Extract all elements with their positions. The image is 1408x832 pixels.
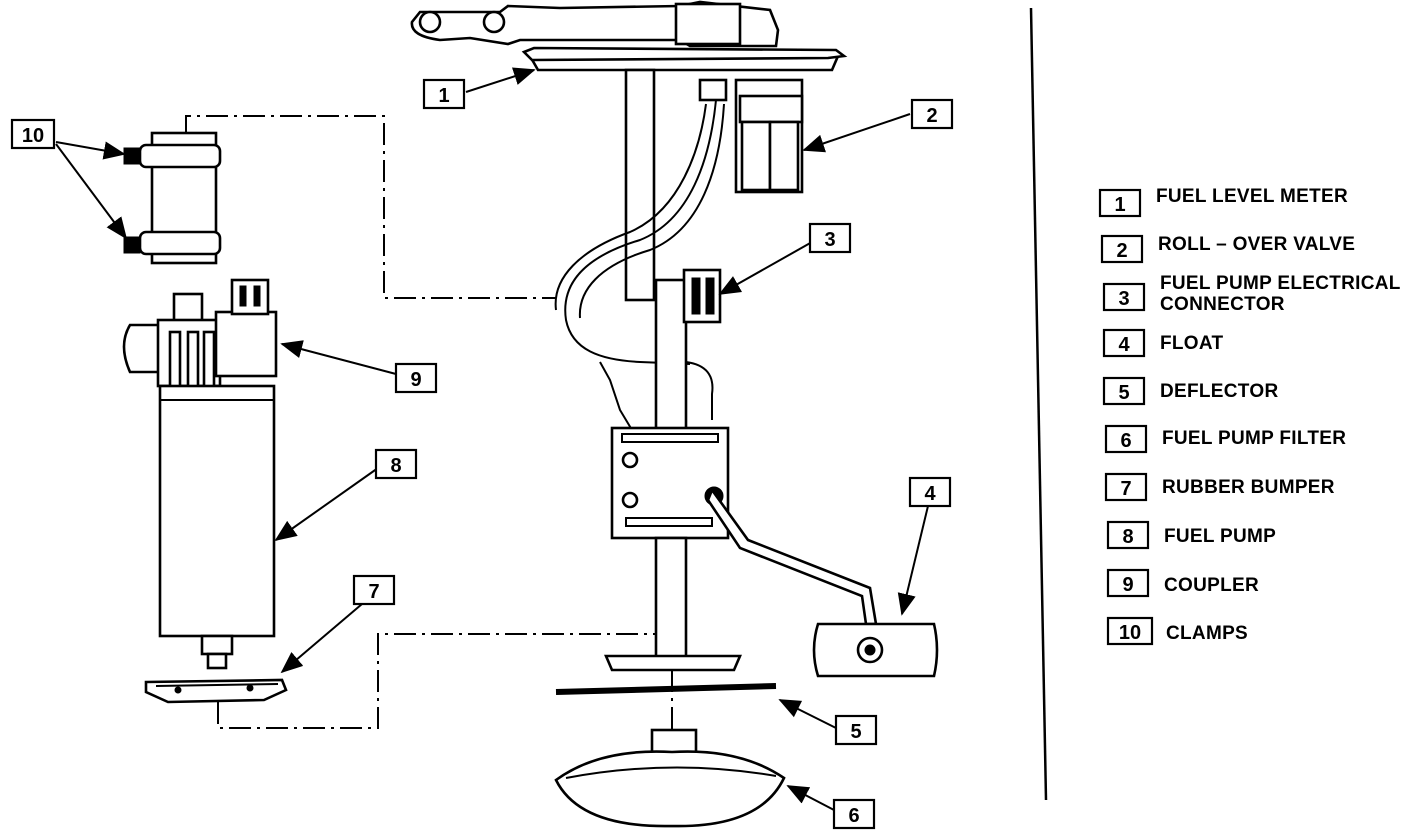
- deflector: [555, 683, 777, 695]
- fuel-pump-assembly: [122, 115, 656, 729]
- sender-assembly: [410, 0, 939, 828]
- leader-9: [280, 340, 397, 375]
- legend-num-4: 4: [1118, 334, 1130, 356]
- sender-block: [610, 426, 730, 540]
- leader-7: [280, 603, 363, 674]
- leader-4: [897, 505, 929, 616]
- legend-num-5: 5: [1118, 382, 1129, 404]
- coupler: [214, 310, 278, 378]
- fuel-pump-electrical-connector: [682, 268, 722, 324]
- legend-label-4: FLOAT: [1160, 333, 1224, 354]
- legend-item-4: 4 FLOAT: [1102, 328, 1224, 358]
- callout-label-2: 2: [926, 105, 937, 127]
- callout-label-8: 8: [390, 455, 401, 477]
- legend-num-6: 6: [1120, 430, 1131, 452]
- callout-2: 2: [910, 98, 954, 130]
- legend: 1 FUEL LEVEL METER 2 ROLL – OVER VALVE 3…: [1098, 186, 1401, 646]
- legend-num-1: 1: [1114, 194, 1125, 216]
- callout-3: 3: [808, 222, 852, 254]
- legend-item-9: 9 COUPLER: [1106, 568, 1259, 598]
- callout-10: 10: [10, 118, 56, 150]
- legend-label-2: ROLL – OVER VALVE: [1158, 234, 1355, 255]
- callout-4: 4: [908, 476, 952, 508]
- legend-item-3: 3 FUEL PUMP ELECTRICAL CONNECTOR: [1102, 273, 1401, 315]
- legend-item-5: 5 DEFLECTOR: [1102, 376, 1278, 406]
- clamp-upper: [138, 143, 222, 169]
- callout-1: 1: [422, 78, 466, 110]
- callout-label-6: 6: [848, 805, 859, 827]
- callout-6: 6: [832, 798, 876, 830]
- legend-label-6: FUEL PUMP FILTER: [1162, 428, 1346, 449]
- legend-item-1: 1 FUEL LEVEL METER: [1098, 186, 1348, 218]
- callout-5: 5: [834, 714, 878, 746]
- clamp-lower: [138, 230, 222, 256]
- leader-2: [802, 113, 911, 153]
- legend-item-6: 6 FUEL PUMP FILTER: [1104, 424, 1346, 454]
- leader-10b: [55, 143, 128, 240]
- callout-8: 8: [374, 448, 418, 480]
- callout-label-4: 4: [924, 483, 936, 505]
- legend-item-10: 10 CLAMPS: [1106, 616, 1248, 646]
- callout-label-1: 1: [438, 85, 449, 107]
- legend-label-3b: CONNECTOR: [1160, 294, 1285, 315]
- legend-num-3: 3: [1118, 288, 1129, 310]
- leader-6: [786, 785, 835, 811]
- leader-3: [718, 241, 813, 295]
- legend-num-9: 9: [1122, 574, 1133, 596]
- callout-label-3: 3: [824, 229, 835, 251]
- legend-label-3: FUEL PUMP ELECTRICAL: [1160, 273, 1401, 294]
- callout-9: 9: [394, 362, 438, 394]
- legend-label-1: FUEL LEVEL METER: [1156, 186, 1348, 207]
- legend-num-7: 7: [1120, 478, 1131, 500]
- legend-item-8: 8 FUEL PUMP: [1106, 520, 1276, 550]
- leader-8: [274, 467, 379, 542]
- legend-item-7: 7 RUBBER BUMPER: [1104, 472, 1335, 502]
- legend-item-2: 2 ROLL – OVER VALVE: [1100, 234, 1355, 264]
- legend-label-8: FUEL PUMP: [1164, 526, 1276, 547]
- legend-num-10: 10: [1119, 622, 1141, 644]
- legend-num-2: 2: [1116, 240, 1127, 262]
- divider-line: [1029, 7, 1048, 801]
- leader-1: [465, 67, 536, 93]
- callout-label-10: 10: [22, 125, 44, 147]
- legend-label-5: DEFLECTOR: [1160, 381, 1278, 402]
- callout-label-5: 5: [850, 721, 861, 743]
- fuel-pump-filter: [554, 750, 786, 828]
- legend-label-9: COUPLER: [1164, 575, 1259, 596]
- callout-7: 7: [352, 574, 396, 606]
- callout-label-9: 9: [410, 369, 421, 391]
- leader-10a: [55, 141, 126, 160]
- legend-label-10: CLAMPS: [1166, 623, 1248, 644]
- legend-label-7: RUBBER BUMPER: [1162, 477, 1335, 498]
- legend-num-8: 8: [1122, 526, 1133, 548]
- fuel-pump-body: [158, 384, 276, 638]
- leader-5: [778, 699, 837, 729]
- callout-label-7: 7: [368, 581, 379, 603]
